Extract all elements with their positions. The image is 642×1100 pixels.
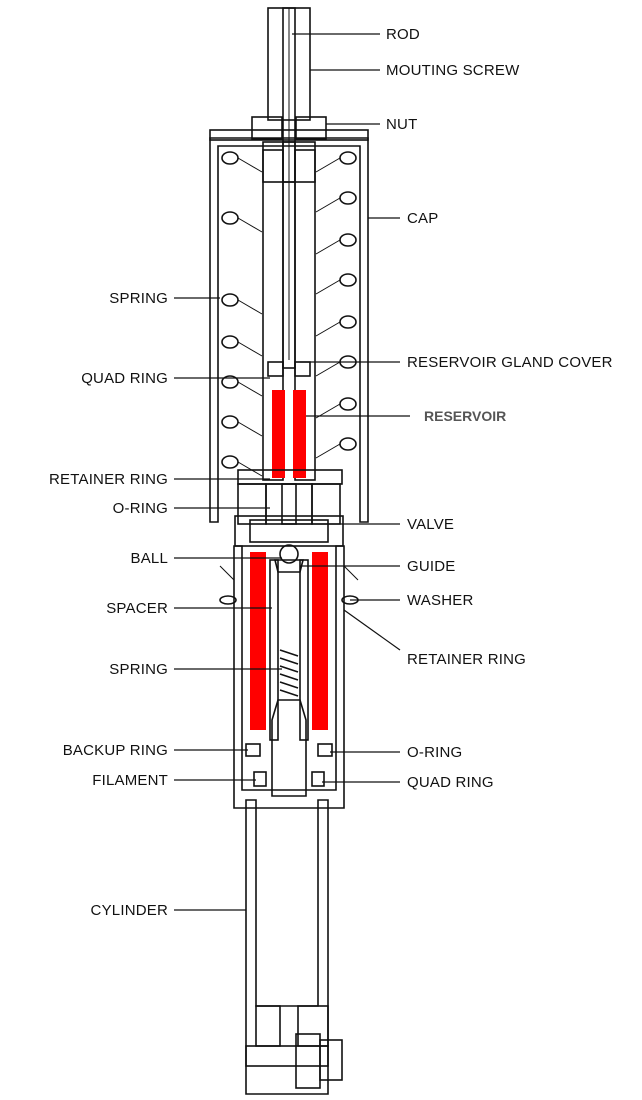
lower-spring bbox=[279, 649, 299, 697]
label-retainer-ring-right: RETAINER RING bbox=[407, 651, 526, 668]
label-spacer: SPACER bbox=[106, 600, 168, 617]
valve-body bbox=[234, 469, 344, 573]
label-valve: VALVE bbox=[407, 516, 454, 533]
upper-spring bbox=[221, 151, 357, 477]
label-mounting-screw: MOUTING SCREW bbox=[386, 62, 520, 79]
rod bbox=[267, 7, 311, 369]
leader-lines bbox=[174, 33, 410, 911]
label-cap: CAP bbox=[407, 210, 438, 227]
spacer bbox=[250, 552, 328, 741]
label-backup-ring: BACKUP RING bbox=[63, 742, 168, 759]
cap bbox=[209, 129, 369, 523]
piston bbox=[271, 699, 307, 797]
label-o-ring-right: O-RING bbox=[407, 744, 462, 761]
label-guide: GUIDE bbox=[407, 558, 456, 575]
label-retainer-ring-left: RETAINER RING bbox=[49, 471, 168, 488]
label-rod: ROD bbox=[386, 26, 420, 43]
label-quad-ring-upper: QUAD RING bbox=[81, 370, 168, 387]
label-filament: FILAMENT bbox=[92, 772, 168, 789]
label-spring-upper: SPRING bbox=[109, 290, 168, 307]
nut bbox=[251, 116, 327, 140]
cylinder bbox=[245, 799, 343, 1095]
labels: ROD MOUTING SCREW NUT CAP SPRING RESERVO… bbox=[49, 26, 613, 919]
seals-lower bbox=[245, 743, 333, 787]
label-cylinder: CYLINDER bbox=[91, 902, 168, 919]
label-ball: BALL bbox=[131, 550, 169, 567]
reservoir-tube bbox=[262, 141, 316, 481]
label-washer: WASHER bbox=[407, 592, 473, 609]
label-quad-ring-lower: QUAD RING bbox=[407, 774, 494, 791]
label-spring-lower: SPRING bbox=[109, 661, 168, 678]
reservoir-gland-cover bbox=[267, 361, 311, 377]
label-reservoir: RESERVOIR bbox=[424, 408, 506, 424]
label-o-ring-left: O-RING bbox=[113, 500, 168, 517]
label-reservoir-gland-cover: RESERVOIR GLAND COVER bbox=[407, 354, 613, 371]
label-nut: NUT bbox=[386, 116, 417, 133]
reservoir bbox=[272, 390, 306, 478]
